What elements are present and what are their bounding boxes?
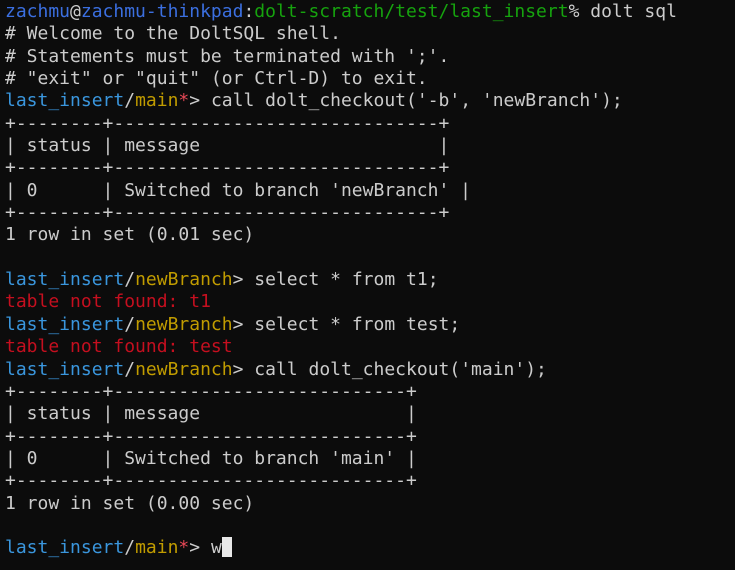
terminal[interactable]: zachmu@zachmu-thinkpad:dolt-scratch/test… bbox=[5, 1, 677, 560]
command: select * from test; bbox=[254, 313, 461, 335]
command-input[interactable]: w bbox=[210, 537, 222, 559]
command: select * from t1; bbox=[254, 269, 439, 291]
result-line: | status | message | bbox=[5, 135, 450, 157]
result-line: +--------+---------------------------+ bbox=[5, 425, 417, 447]
text-cursor bbox=[221, 537, 232, 558]
welcome-line: # Welcome to the DoltSQL shell. bbox=[5, 23, 341, 45]
sql-prompt-line-active[interactable]: last_insert/main*> w bbox=[5, 537, 677, 559]
result-line: | 0 | Switched to branch 'newBranch' | bbox=[5, 179, 471, 201]
blank-line bbox=[5, 247, 677, 269]
result-line: +--------+------------------------------… bbox=[5, 157, 450, 179]
blank-line bbox=[5, 515, 677, 537]
shell-command-line: zachmu@zachmu-thinkpad:dolt-scratch/test… bbox=[5, 1, 677, 22]
result-line: +--------+---------------------------+ bbox=[5, 380, 417, 402]
user: zachmu bbox=[5, 1, 71, 22]
command: call dolt_checkout('-b', 'newBranch'); bbox=[210, 90, 623, 112]
result-line: 1 row in set (0.00 sec) bbox=[5, 492, 255, 514]
sql-prompt-line: last_insert/newBranch> select * from tes… bbox=[5, 313, 461, 335]
welcome-line: # "exit" or "quit" (or Ctrl-D) to exit. bbox=[5, 68, 428, 90]
sql-prompt-line: last_insert/newBranch> call dolt_checkou… bbox=[5, 358, 547, 380]
error-line: table not found: t1 bbox=[5, 291, 211, 313]
result-line: | 0 | Switched to branch 'main' | bbox=[5, 447, 417, 469]
result-line: +--------+------------------------------… bbox=[5, 112, 450, 134]
sql-prompt-line: last_insert/newBranch> select * from t1; bbox=[5, 269, 439, 291]
result-line: +--------+------------------------------… bbox=[5, 202, 450, 224]
cwd: dolt-scratch/test/last_insert bbox=[254, 1, 569, 22]
welcome-line: # Statements must be terminated with ';'… bbox=[5, 45, 450, 67]
result-line: 1 row in set (0.01 sec) bbox=[5, 224, 255, 246]
result-line: | status | message | bbox=[5, 403, 417, 425]
result-line: +--------+---------------------------+ bbox=[5, 470, 417, 492]
host: zachmu-thinkpad bbox=[80, 1, 244, 22]
command: call dolt_checkout('main'); bbox=[254, 358, 547, 380]
command: dolt sql bbox=[590, 1, 677, 22]
sql-prompt-line: last_insert/main*> call dolt_checkout('-… bbox=[5, 90, 623, 112]
error-line: table not found: test bbox=[5, 336, 233, 358]
